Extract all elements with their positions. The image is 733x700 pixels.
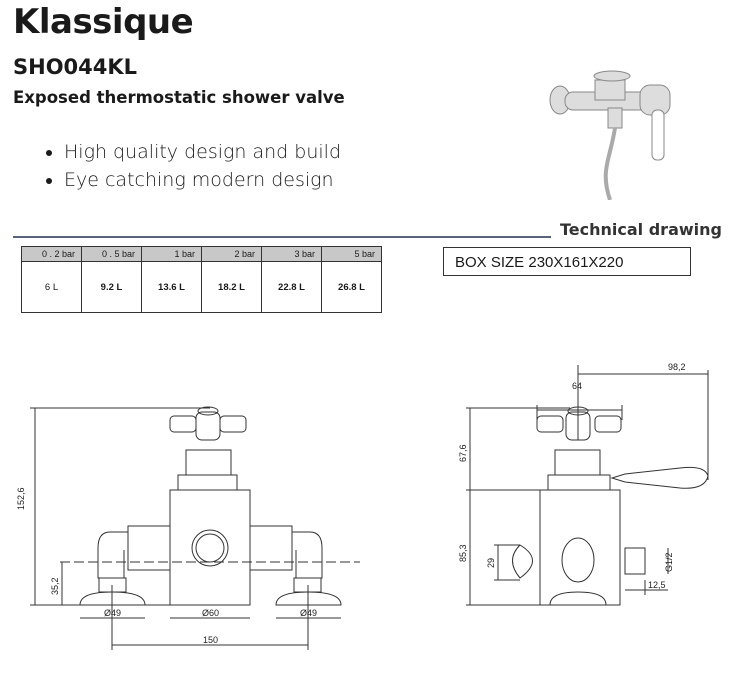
feature-list: High quality design and build Eye catchi… [36, 138, 341, 194]
side-view [466, 365, 709, 606]
table-cell: 26.8 L [321, 261, 382, 313]
dim-side-lower: 85,3 [458, 544, 468, 562]
table-cell: 18.2 L [201, 261, 262, 313]
product-code: SHO044KL [13, 55, 138, 79]
table-cell: 6 L [21, 261, 82, 313]
section-divider [13, 236, 551, 238]
product-title: Klassique [13, 2, 194, 42]
box-size: BOX SIZE 230X161X220 [443, 247, 691, 276]
dim-side-outlet: 29 [486, 558, 496, 568]
section-title: Technical drawing [560, 220, 722, 239]
dim-side-handle: 64 [572, 381, 582, 391]
product-photo [549, 70, 671, 200]
table-header-row: 0 . 2 bar 0 . 5 bar 1 bar 2 bar 3 bar 5 … [21, 246, 382, 262]
table-header: 0 . 2 bar [21, 246, 82, 262]
dim-side-thread-length: 12,5 [648, 580, 666, 590]
flow-rate-table: 0 . 2 bar 0 . 5 bar 1 bar 2 bar 3 bar 5 … [21, 246, 382, 313]
dim-left-base: Ø49 [104, 608, 121, 618]
front-view [30, 406, 360, 650]
dim-centres: 150 [203, 635, 218, 645]
feature-item: High quality design and build [64, 138, 341, 166]
dim-inlet-height: 35,2 [50, 577, 60, 595]
dim-side-depth: 98,2 [668, 362, 686, 372]
product-subtitle: Exposed thermostatic shower valve [13, 88, 345, 107]
dim-front-height: 152,6 [16, 487, 26, 510]
table-header: 0 . 5 bar [81, 246, 142, 262]
dim-side-upper: 67,6 [458, 444, 468, 462]
table-cell: 13.6 L [141, 261, 202, 313]
table-header: 5 bar [321, 246, 382, 262]
dim-body: Ø60 [202, 608, 219, 618]
table-row: 6 L 9.2 L 13.6 L 18.2 L 22.8 L 26.8 L [21, 261, 382, 313]
table-header: 3 bar [261, 246, 322, 262]
dim-side-thread: G1/2 [664, 552, 674, 572]
feature-item: Eye catching modern design [64, 166, 341, 194]
dim-right-base: Ø49 [300, 608, 317, 618]
table-header: 2 bar [201, 246, 262, 262]
